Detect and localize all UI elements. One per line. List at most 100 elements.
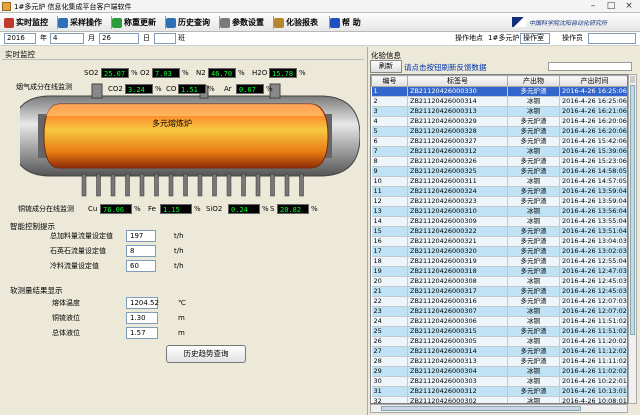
operator-input[interactable] [588, 33, 636, 44]
horizontal-scrollbar[interactable] [370, 404, 628, 413]
soft-value-field[interactable]: 1204.52 [126, 297, 159, 309]
table-cell: 25 [371, 326, 408, 337]
maximize-icon[interactable]: □ [606, 1, 616, 11]
hscroll-thumb[interactable] [381, 406, 581, 411]
tuyere [284, 173, 290, 197]
table-cell: 2016-4-26 10:08:01 [559, 396, 627, 403]
toolbar-params-button[interactable]: 参数设置 [220, 15, 272, 30]
soft-label: 熔体温度 [52, 299, 80, 307]
month-input[interactable]: 4 [50, 33, 84, 44]
refresh-button[interactable]: 刷新 [370, 60, 402, 73]
table-cell: 18 [371, 256, 408, 267]
scroll-up-icon[interactable] [630, 76, 635, 83]
toolbar-history-button[interactable]: 历史查询 [166, 15, 218, 30]
matte-sio2-label: SiO2 [206, 205, 223, 213]
scroll-thumb[interactable] [630, 85, 635, 335]
year-input[interactable]: 2016 [4, 33, 36, 44]
control-value-field[interactable]: 8 [126, 245, 156, 257]
column-header[interactable]: 产出物 [507, 75, 560, 87]
table-cell: 多元炉渣 [507, 196, 560, 207]
toolbar-realtime-button[interactable]: 实时监控 [4, 15, 56, 30]
location-label: 操作地点 [455, 34, 483, 42]
toolbar-report-button[interactable]: 化验报表 [274, 15, 328, 30]
tuyere [125, 173, 130, 197]
table-cell: 多元炉渣 [507, 326, 560, 337]
column-header[interactable]: 编号 [371, 75, 408, 87]
room-input[interactable]: 操作室 [520, 33, 550, 44]
gas-n2-label: N2 [196, 69, 206, 77]
table-cell: ZB21120426000312 [407, 146, 508, 157]
table-cell: 冰铜 [507, 276, 560, 287]
table-cell: 2016-4-26 11:11:02 [559, 356, 627, 367]
close-icon[interactable]: × [625, 1, 633, 11]
tuyere [168, 173, 174, 197]
column-header[interactable]: 产出时间 [559, 75, 627, 87]
toolbar-sample-button[interactable]: 采样操作 [58, 15, 110, 30]
table-cell: 2016-4-26 11:12:02 [559, 346, 627, 357]
minimize-icon[interactable]: – [590, 1, 596, 11]
table-cell: 26 [371, 336, 408, 347]
vertical-scrollbar[interactable] [628, 74, 637, 404]
matte-s-label: S [270, 205, 275, 213]
soft-value-field[interactable]: 1.30 [126, 312, 158, 324]
table-cell: 3 [371, 106, 408, 117]
soft-value-field[interactable]: 1.57 [126, 327, 158, 339]
toolbar-help-button[interactable]: 帮 助 [330, 15, 370, 30]
table-cell: ZB21120426000328 [407, 126, 508, 137]
control-label: 石英石流量设定值 [50, 247, 106, 255]
history-trend-button[interactable]: 历史趋势查询 [166, 345, 246, 363]
location-value: 1#多元炉 [488, 34, 520, 42]
table-cell: 2016-4-26 13:04:03 [559, 236, 627, 247]
gas-n2-unit: % [238, 69, 245, 77]
control-value-field[interactable]: 60 [126, 260, 156, 272]
toolbar-reupdate-button[interactable]: 称重更新 [112, 15, 164, 30]
table-cell: 2016-4-26 10:13:01 [559, 386, 627, 397]
tuyere [241, 173, 246, 197]
table-cell: ZB21120426000319 [407, 256, 508, 267]
table-cell: 12 [371, 196, 408, 207]
furnace-diagram [20, 83, 360, 197]
table-cell: 多元炉渣 [507, 386, 560, 397]
shift-input[interactable] [154, 33, 176, 44]
month-label: 月 [88, 34, 95, 42]
table-cell: 多元炉渣 [507, 356, 560, 367]
sample-icon [58, 17, 68, 28]
day-input[interactable]: 26 [99, 33, 139, 44]
table-cell: ZB21120426000323 [407, 196, 508, 207]
column-header[interactable]: 标签号 [407, 75, 508, 87]
control-value-field[interactable]: 197 [126, 230, 156, 242]
